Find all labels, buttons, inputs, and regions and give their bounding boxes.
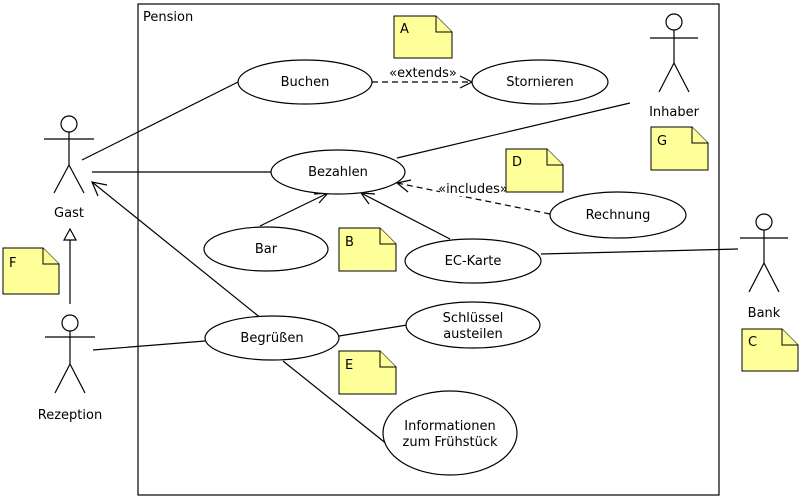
usecase-schluessel-label-2: austeilen xyxy=(443,327,503,342)
usecase-schluessel-label-1: Schlüssel xyxy=(443,311,504,326)
note-g: G xyxy=(650,126,709,171)
actor-rezeption-label: Rezeption xyxy=(38,408,102,423)
note-g-label: G xyxy=(657,134,667,149)
usecase-buchen[interactable] xyxy=(237,59,373,105)
usecase-bar-label: Bar xyxy=(255,242,278,257)
note-c: C xyxy=(741,328,799,372)
actor-inhaber-label: Inhaber xyxy=(649,105,700,120)
usecase-bezahlen-label: Bezahlen xyxy=(308,165,368,180)
system-name: Pension xyxy=(143,10,193,25)
use-cases: Buchen Stornieren Bezahlen Rechnung Bar … xyxy=(203,59,687,476)
note-b-label: B xyxy=(345,235,354,250)
usecase-bar[interactable] xyxy=(203,226,329,272)
assoc-inhaber-bezahlen xyxy=(396,102,631,159)
note-e: E xyxy=(338,350,397,395)
usecase-ec-karte[interactable] xyxy=(404,238,542,284)
specialization-bar xyxy=(259,192,329,227)
usecase-informationen-label-1: Informationen xyxy=(404,419,496,434)
notes: A B C D E F G xyxy=(2,15,799,395)
usecase-begruessen[interactable] xyxy=(204,315,340,361)
note-f-label: F xyxy=(9,256,16,271)
actor-inhaber[interactable]: Inhaber xyxy=(649,13,700,120)
actor-gast-head xyxy=(60,115,78,133)
note-b: B xyxy=(338,227,397,272)
actor-bank-label: Bank xyxy=(748,306,781,321)
usecase-rechnung[interactable] xyxy=(549,191,687,239)
actor-bank-head xyxy=(755,213,773,231)
actor-rezeption[interactable]: Rezeption xyxy=(38,314,102,423)
usecase-rechnung-label: Rechnung xyxy=(586,208,651,223)
usecase-stornieren[interactable] xyxy=(471,59,609,105)
extends-label: «extends» xyxy=(389,66,457,81)
arrow-head-gast xyxy=(90,181,108,197)
assoc-begruessen-schluessel xyxy=(338,324,408,337)
note-c-label: C xyxy=(748,335,757,350)
actor-gast[interactable]: Gast xyxy=(44,115,94,221)
note-f: F xyxy=(2,247,60,295)
usecase-bezahlen[interactable] xyxy=(270,149,406,195)
actor-gast-label: Gast xyxy=(54,206,84,221)
actor-rezeption-head xyxy=(61,314,79,332)
includes-line xyxy=(396,182,551,215)
note-a: A xyxy=(393,15,453,59)
usecase-begruessen-label: Begrüßen xyxy=(240,331,303,346)
note-a-label: A xyxy=(400,22,409,37)
usecase-informationen[interactable] xyxy=(382,390,518,476)
usecase-ec-karte-label: EC-Karte xyxy=(445,254,502,269)
assoc-rezeption-begruessen xyxy=(92,340,206,351)
includes-label-bg xyxy=(440,180,506,196)
assoc-gast-buchen xyxy=(81,81,239,161)
specialization-ec xyxy=(360,192,451,240)
assoc-begruessen-info xyxy=(282,360,389,446)
usecase-stornieren-label: Stornieren xyxy=(506,75,574,90)
includes-label: «includes» xyxy=(438,182,508,197)
generalization-triangle xyxy=(62,227,78,241)
assoc-begruessen-gast xyxy=(91,181,263,320)
note-e-label: E xyxy=(345,358,353,373)
assoc-ec-bank xyxy=(540,248,739,255)
usecase-informationen-label-2: zum Frühstück xyxy=(403,435,498,450)
usecase-schluessel[interactable] xyxy=(405,301,541,349)
note-d: D xyxy=(505,148,564,193)
note-d-label: D xyxy=(512,155,522,170)
usecase-buchen-label: Buchen xyxy=(281,75,330,90)
actor-bank[interactable]: Bank xyxy=(740,213,788,321)
